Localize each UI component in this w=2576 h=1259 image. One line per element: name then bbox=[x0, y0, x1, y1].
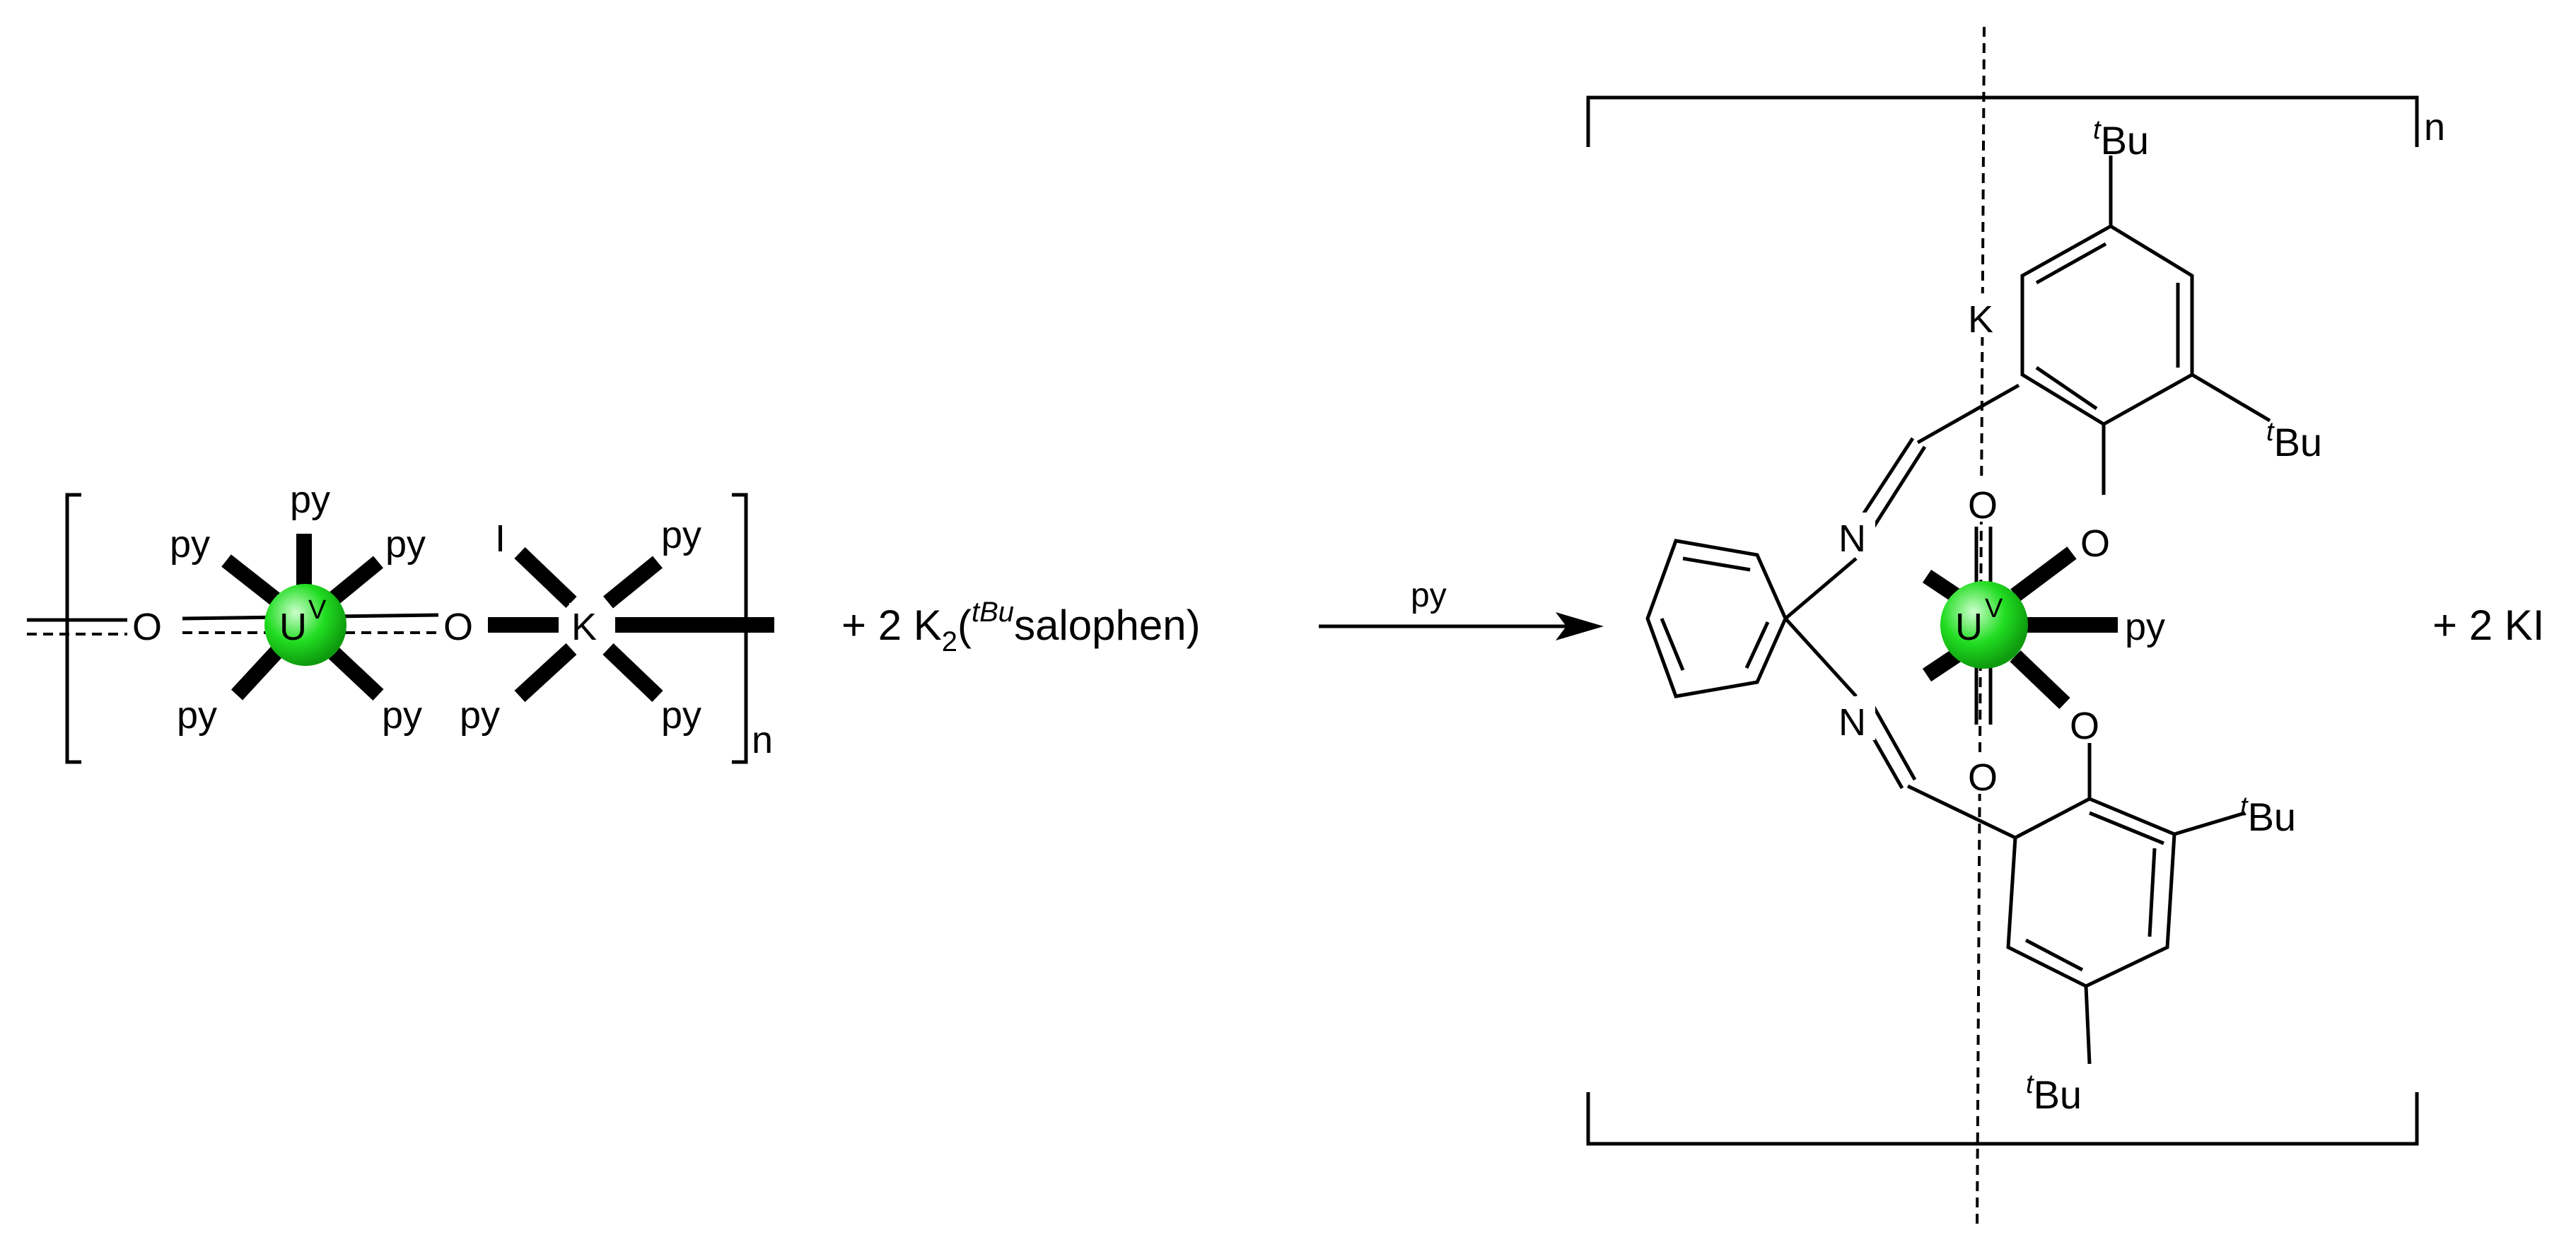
product-complex: n bbox=[1586, 26, 2445, 1231]
product-phenoxide-o-bottom: O bbox=[2070, 705, 2099, 747]
tbu-label-lower-right: tBu bbox=[2240, 792, 2296, 839]
u-py-bond-upper-left bbox=[221, 554, 284, 609]
lower-ring-double-1 bbox=[2089, 811, 2164, 845]
upper-imine-double-1 bbox=[1858, 437, 1915, 521]
reactant-py-upper-left: py bbox=[170, 523, 210, 566]
product-uranium: U bbox=[1955, 606, 1983, 648]
lower-ch-link bbox=[1906, 784, 2017, 840]
tbu-label-lower-bottom: tBu bbox=[2026, 1070, 2082, 1117]
k-py-bond-upper-right bbox=[603, 556, 663, 609]
c-n-bond-bottom bbox=[1784, 617, 1858, 698]
lower-phenoxide-ring bbox=[2006, 797, 2176, 988]
tbu-label-upper-top: tBu bbox=[2093, 115, 2149, 163]
reactant-uranium-ox: V bbox=[308, 595, 327, 625]
reactant-left-bracket bbox=[65, 493, 81, 764]
reactant-oxo-right: O bbox=[443, 606, 473, 648]
reactant-uranium-sphere bbox=[264, 584, 346, 666]
lower-tbu-bottom-bond bbox=[2084, 985, 2092, 1065]
reactant-k-py-upper-right: py bbox=[661, 514, 701, 556]
arrow-condition: py bbox=[1411, 577, 1447, 614]
reaction-arrow: py bbox=[1319, 577, 1604, 640]
u-o-phenoxide-bond-bottom bbox=[2010, 650, 2070, 709]
product-oxo-bottom: O bbox=[1968, 756, 1998, 799]
u-o-phenoxide-bond-top bbox=[2010, 546, 2077, 602]
k-i-bond bbox=[514, 547, 577, 608]
reactant-py-lower-left: py bbox=[177, 694, 217, 737]
reactant-py-lower-right: py bbox=[382, 694, 422, 737]
lower-tbu-right-bond bbox=[2174, 811, 2246, 836]
upper-imine-double-2 bbox=[1872, 445, 1927, 528]
product-uranium-sphere bbox=[1940, 581, 2028, 669]
product-top-bracket bbox=[1586, 95, 2419, 147]
product-repeat-n: n bbox=[2424, 106, 2445, 148]
u-py-bond-lower-left bbox=[231, 643, 286, 701]
reactant-repeat-n: n bbox=[752, 719, 773, 761]
reactant-py-upper-right: py bbox=[385, 523, 426, 566]
phenylene-double-2 bbox=[1660, 618, 1685, 671]
product-imine-n-top: N bbox=[1838, 517, 1866, 560]
reactant-k-py-lower-right: py bbox=[661, 694, 701, 737]
phenylene-double-3 bbox=[1744, 621, 1770, 669]
upper-ring-double-3 bbox=[2035, 365, 2098, 411]
reactant-oxo-left: O bbox=[132, 606, 162, 648]
product-oxo-top: O bbox=[1968, 484, 1998, 527]
tbu-label-upper-right: tBu bbox=[2266, 417, 2322, 464]
product-phenoxide-o-top: O bbox=[2080, 522, 2110, 565]
k-py-bond-lower-left bbox=[514, 643, 577, 703]
reactant-iodide: I bbox=[495, 517, 506, 560]
reactant-polymer: n O O K U V py py py py py bbox=[27, 479, 774, 764]
u-n-bond-bottom bbox=[1922, 647, 1964, 682]
reagent-formula: + 2 K2(tBusalophen) bbox=[841, 597, 1201, 657]
product-imine-n-bottom: N bbox=[1838, 701, 1866, 744]
reactant-potassium: K bbox=[571, 606, 597, 648]
lower-ring-double-2 bbox=[2147, 848, 2157, 937]
byproduct: + 2 KI bbox=[2432, 602, 2544, 649]
upper-tbu-right-bond bbox=[2191, 373, 2271, 423]
product-bottom-bracket bbox=[1586, 1092, 2419, 1146]
product-py: py bbox=[2125, 606, 2165, 648]
upper-ch-link bbox=[1916, 383, 2020, 445]
reagent: + 2 K2(tBusalophen) bbox=[841, 597, 1201, 657]
u-py-bond-lower-right bbox=[325, 644, 384, 701]
reactant-uranium: U bbox=[279, 606, 307, 648]
product-uranium-ox: V bbox=[1985, 594, 2003, 623]
arrow-head bbox=[1556, 612, 1604, 640]
phenylene-double-1 bbox=[1682, 556, 1751, 572]
c-n-bond-top bbox=[1784, 557, 1858, 620]
u-py-bond-upper-right bbox=[326, 556, 383, 607]
lower-imine-double-2 bbox=[1872, 705, 1917, 781]
k-py-bond-lower-right bbox=[602, 643, 663, 702]
reactant-k-py-lower-left: py bbox=[460, 694, 500, 737]
upper-ring-double-1 bbox=[2035, 242, 2107, 285]
lower-ring-double-3 bbox=[2024, 938, 2084, 972]
product-potassium: K bbox=[1968, 298, 1993, 341]
upper-phenoxide-ring bbox=[2020, 224, 2194, 426]
reactant-py-top: py bbox=[290, 479, 330, 521]
phenylene-ring bbox=[1645, 539, 1788, 698]
